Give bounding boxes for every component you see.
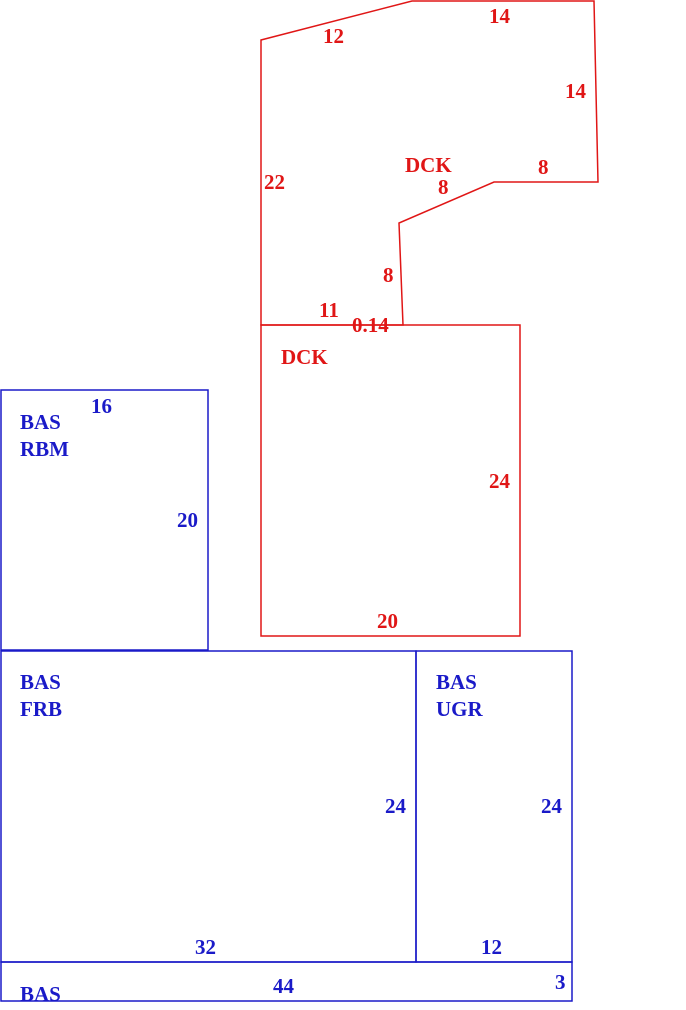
bas-rbm-outline	[0, 389, 209, 651]
bas-strip-depth-label: 3	[555, 970, 566, 994]
dck-lower-width-label: 20	[377, 609, 398, 633]
dck-upper-outline	[260, 0, 599, 326]
dck-upper-code: DCK	[405, 153, 452, 177]
dck-upper-left-label: 22	[264, 170, 285, 194]
dck-lower-depth-label: 24	[489, 469, 511, 493]
dck-upper-step-down-label: 8	[383, 263, 394, 287]
bas-frb-depth-label: 24	[385, 794, 407, 818]
bas-frb-outline	[0, 650, 417, 963]
bas-strip-outline	[0, 961, 573, 1002]
dck-lower-outline	[260, 324, 521, 637]
area-bas-strip[interactable]: BAS 44 3	[0, 961, 573, 1006]
bas-ugr-depth-label: 24	[541, 794, 563, 818]
bas-frb-width-label: 32	[195, 935, 216, 959]
area-bas-rbm[interactable]: BAS RBM 16 20	[0, 389, 209, 651]
bas-ugr-width-label: 12	[481, 935, 502, 959]
bas-ugr-name: UGR	[436, 697, 484, 721]
bas-ugr-code: BAS	[436, 670, 477, 694]
dck-lower-code: DCK	[281, 345, 328, 369]
dck-upper-step-diag-label: 8	[438, 175, 449, 199]
bas-rbm-depth-label: 20	[177, 508, 198, 532]
bas-rbm-code: BAS	[20, 410, 61, 434]
dck-upper-right-label: 14	[565, 79, 587, 103]
dck-upper-top-label: 14	[489, 4, 511, 28]
dck-upper-top-diag-label: 12	[323, 24, 344, 48]
dck-upper-step-top-label: 8	[538, 155, 549, 179]
dck-lower-top-left-label: 11	[319, 298, 339, 322]
bas-strip-code: BAS	[20, 982, 61, 1006]
bas-strip-width-label: 44	[273, 974, 295, 998]
area-bas-frb[interactable]: BAS FRB 32 24	[0, 650, 417, 963]
area-bas-ugr[interactable]: BAS UGR 12 24	[415, 650, 573, 963]
area-dck-lower[interactable]: DCK 20 24 11 0.14	[260, 298, 521, 637]
area-dck-upper[interactable]: DCK 12 14 14 8 8 8 22	[260, 0, 599, 326]
bas-rbm-name: RBM	[20, 437, 69, 461]
bas-rbm-width-label: 16	[91, 394, 112, 418]
bas-frb-name: FRB	[20, 697, 62, 721]
bas-frb-code: BAS	[20, 670, 61, 694]
